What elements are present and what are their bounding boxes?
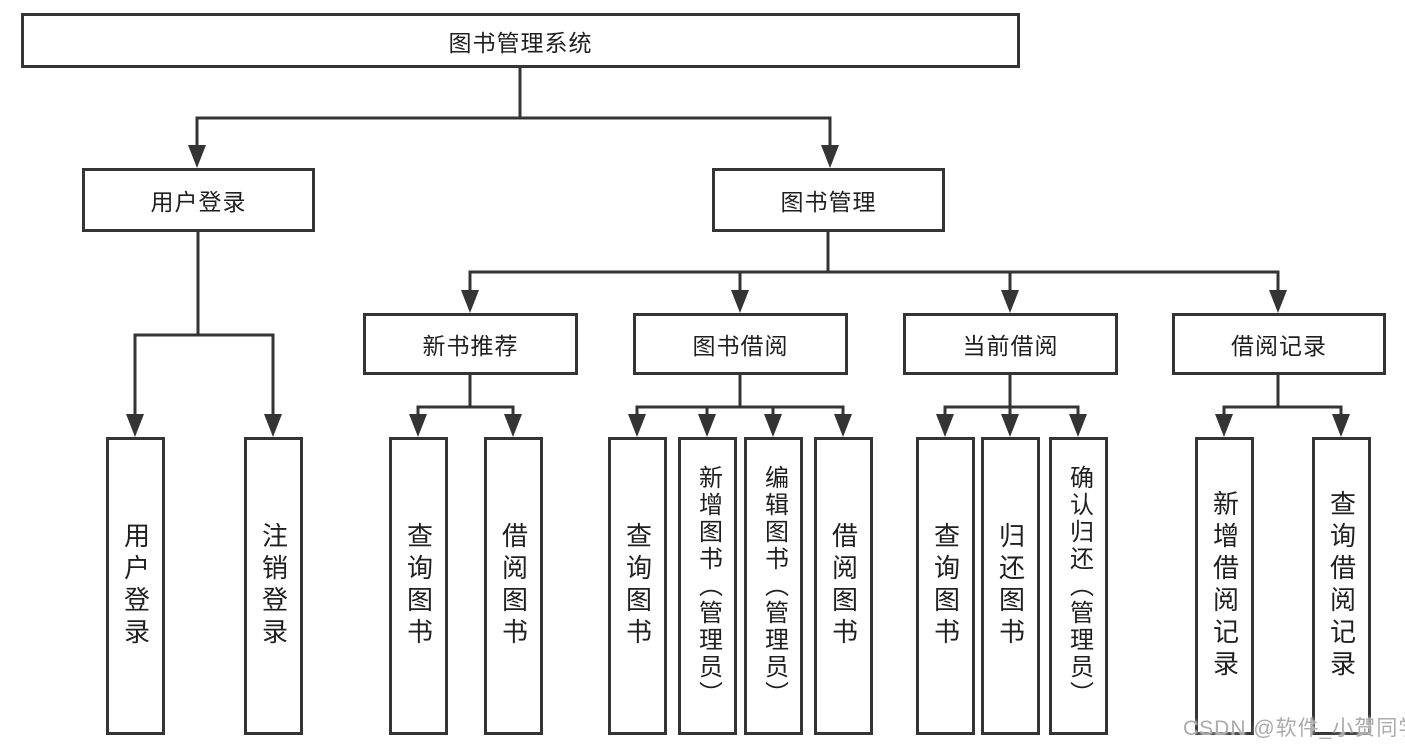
- leaf-borrow-books: 借阅图书: [814, 437, 873, 735]
- leaf-return-book-label: 归还图书: [995, 522, 1026, 650]
- node-root-label: 图书管理系统: [448, 29, 593, 56]
- leaf-edit-book-admin-label: 编辑图书（管理员）: [760, 464, 788, 708]
- leaf-logout: 注销登录: [244, 437, 303, 735]
- leaf-query-books-borrow-label: 查询图书: [622, 522, 653, 650]
- leaf-add-borrow-record: 新增借阅记录: [1195, 437, 1254, 735]
- node-user-login-label: 用户登录: [150, 189, 247, 215]
- connector-new-books-children: [409, 375, 522, 437]
- csdn-watermark: CSDN @软件_小贺同学: [1183, 717, 1405, 740]
- node-user-login: 用户登录: [82, 168, 315, 232]
- node-borrowing-records-label: 借阅记录: [1231, 333, 1327, 359]
- leaf-query-books-recommend: 查询图书: [389, 437, 448, 735]
- node-book-management: 图书管理: [712, 168, 945, 232]
- connector-user-login-children: [126, 232, 282, 437]
- leaf-query-books-recommend-label: 查询图书: [403, 522, 434, 650]
- connector-root-to-level2: [188, 68, 839, 168]
- node-new-book-recommend: 新书推荐: [363, 313, 578, 375]
- leaf-edit-book-admin: 编辑图书（管理员）: [744, 437, 803, 735]
- leaf-borrow-books-recommend-label: 借阅图书: [498, 522, 529, 650]
- leaf-query-books-current-label: 查询图书: [930, 522, 961, 650]
- leaf-add-book-admin-label: 新增图书（管理员）: [694, 464, 722, 708]
- leaf-logout-label: 注销登录: [258, 522, 289, 650]
- connector-book-mgmt-to-level3: [461, 232, 1287, 313]
- connector-book-borrow-children: [628, 375, 852, 437]
- leaf-query-borrow-record: 查询借阅记录: [1312, 437, 1371, 735]
- leaf-add-book-admin: 新增图书（管理员）: [678, 437, 737, 735]
- leaf-user-login: 用户登录: [106, 437, 165, 735]
- leaf-query-books-current: 查询图书: [916, 437, 975, 735]
- leaf-borrow-books-label: 借阅图书: [828, 522, 859, 650]
- leaf-query-borrow-record-label: 查询借阅记录: [1326, 490, 1357, 682]
- leaf-confirm-return-admin-label: 确认归还（管理员）: [1065, 464, 1093, 708]
- node-new-book-recommend-label: 新书推荐: [422, 333, 519, 359]
- node-current-borrowing: 当前借阅: [903, 313, 1118, 375]
- leaf-return-book: 归还图书: [981, 437, 1040, 735]
- node-book-borrowing-label: 图书借阅: [692, 333, 789, 359]
- node-current-borrowing-label: 当前借阅: [962, 333, 1059, 359]
- leaf-query-books-borrow: 查询图书: [608, 437, 667, 735]
- connector-borrow-records-children: [1215, 375, 1350, 437]
- node-book-borrowing: 图书借阅: [633, 313, 848, 375]
- leaf-confirm-return-admin: 确认归还（管理员）: [1049, 437, 1108, 735]
- node-book-management-label: 图书管理: [780, 189, 877, 215]
- leaf-borrow-books-recommend: 借阅图书: [484, 437, 543, 735]
- node-root: 图书管理系统: [21, 13, 1020, 68]
- leaf-user-login-label: 用户登录: [120, 522, 151, 650]
- node-borrowing-records: 借阅记录: [1172, 313, 1386, 375]
- leaf-add-borrow-record-label: 新增借阅记录: [1209, 490, 1240, 682]
- connector-current-borrow-children: [936, 375, 1087, 437]
